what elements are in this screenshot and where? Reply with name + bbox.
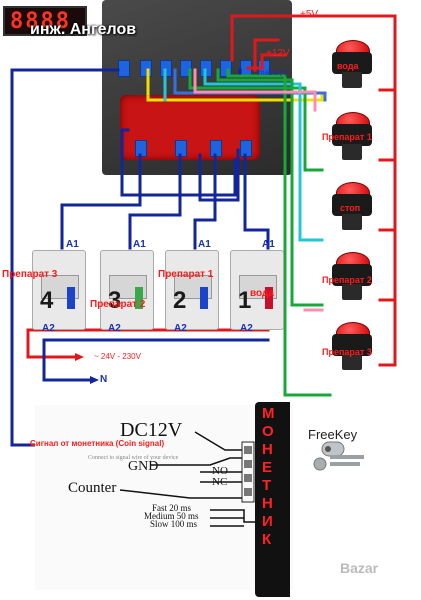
no-label: NO <box>212 465 228 477</box>
author-title: инж. Ангелов <box>30 21 137 38</box>
contactor-number: 2 <box>173 287 187 314</box>
contactor-number: 1 <box>238 287 252 314</box>
counter-label: Counter <box>68 480 117 496</box>
a1-label: A1 <box>198 239 211 250</box>
gnd-label: GND <box>128 459 159 474</box>
nc-label: NC <box>212 476 228 488</box>
monetnik-letter: Е <box>262 459 273 476</box>
monetnik-letter: Т <box>262 477 272 494</box>
medium-label: Medium 50 ms <box>144 511 199 521</box>
plus5v-label: +5V <box>300 9 319 20</box>
contactor-3: 3 <box>100 250 154 330</box>
button-stop[interactable] <box>330 180 374 234</box>
button-label: Препарат 1 <box>322 132 372 142</box>
a1-label: A1 <box>133 239 146 250</box>
contactor-1: 1 <box>230 250 284 330</box>
slow-label: Slow 100 ms <box>150 519 198 529</box>
monetnik-letter: О <box>262 423 274 440</box>
contactor-name: Препарат 3 <box>2 269 58 280</box>
a2-label: A2 <box>240 323 253 334</box>
masse-label: masel(-) <box>258 68 288 77</box>
contactor-stripe <box>67 287 75 309</box>
button-label: Препарат 2 <box>322 275 372 285</box>
neutral-label: N <box>100 374 108 385</box>
freekey-label: FreeKey <box>308 427 358 442</box>
button-product-3[interactable] <box>330 320 374 374</box>
contactor-4: 4 <box>32 250 86 330</box>
plus12v-label: +12V <box>266 48 290 59</box>
coin-signal-label: Сигнал от монетника (Coin signal) <box>30 439 165 448</box>
button-label: вода <box>337 61 359 71</box>
a1-label: A1 <box>262 239 275 250</box>
contactor-2: 2 <box>165 250 219 330</box>
seven-segment-display: 8888 <box>3 6 87 36</box>
contactor-name: Препарат 1 <box>158 269 214 280</box>
a2-label: A2 <box>108 323 121 334</box>
monetnik-letter: И <box>262 513 273 530</box>
contactor-window <box>174 275 212 299</box>
button-product-2[interactable] <box>330 250 374 304</box>
monetnik-letter: М <box>262 405 275 422</box>
dc12v-label: DC12V <box>120 419 183 441</box>
contactor-stripe <box>135 287 143 309</box>
button-water[interactable] <box>330 38 374 92</box>
a1-label: A1 <box>66 239 79 250</box>
key-switch-icon <box>313 441 364 471</box>
coin-small-label: Connect to signal wire of your device <box>88 455 179 461</box>
coin-acceptor-body <box>255 402 290 597</box>
watermark: Bazar <box>340 560 379 576</box>
contactor-number: 3 <box>108 287 122 314</box>
contactor-name: вода <box>250 288 274 299</box>
a2-label: A2 <box>174 323 187 334</box>
a2-label: A2 <box>42 323 55 334</box>
monetnik-letter: Н <box>262 441 273 458</box>
contactor-name: Препарат 2 <box>90 299 146 310</box>
display-value: 8888 <box>10 9 71 34</box>
button-product-1[interactable] <box>330 110 374 164</box>
fast-label: Fast 20 ms <box>152 503 192 513</box>
contactor-stripe <box>265 287 273 309</box>
monetnik-letter: Н <box>262 495 273 512</box>
contactor-stripe <box>200 287 208 309</box>
contactor-number: 4 <box>40 287 54 314</box>
button-label: стоп <box>340 203 361 213</box>
button-label: Препарат 3 <box>322 347 372 357</box>
monetnik-letter: К <box>262 531 272 548</box>
ac-voltage-label: ~ 24V - 230V <box>94 352 141 361</box>
